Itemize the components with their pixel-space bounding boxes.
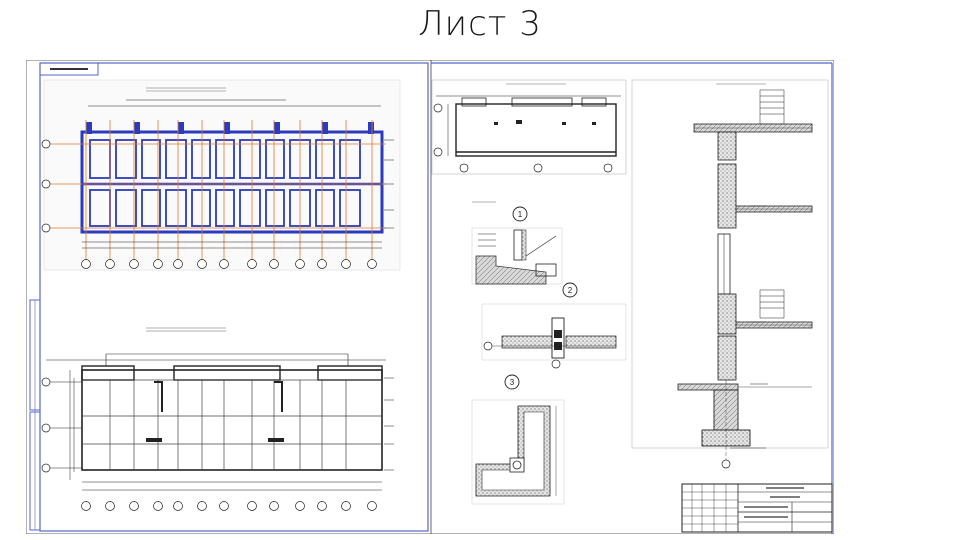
svg-text:2: 2 <box>568 286 573 295</box>
top-plan-drawing <box>41 79 401 271</box>
detail-node-3: 3 <box>471 374 565 505</box>
wall-panel-section <box>431 79 627 175</box>
drawing-sheet: 1 2 3 <box>25 59 835 535</box>
bottom-plan-drawing <box>41 327 394 511</box>
detail-node-2: 2 <box>481 282 627 369</box>
title-block <box>681 483 833 533</box>
building-section-drawing <box>631 79 829 469</box>
detail-node-1: 1 <box>471 201 563 285</box>
svg-text:1: 1 <box>518 210 523 219</box>
svg-text:3: 3 <box>510 378 515 387</box>
slide-title: Лист 3 <box>418 4 542 44</box>
